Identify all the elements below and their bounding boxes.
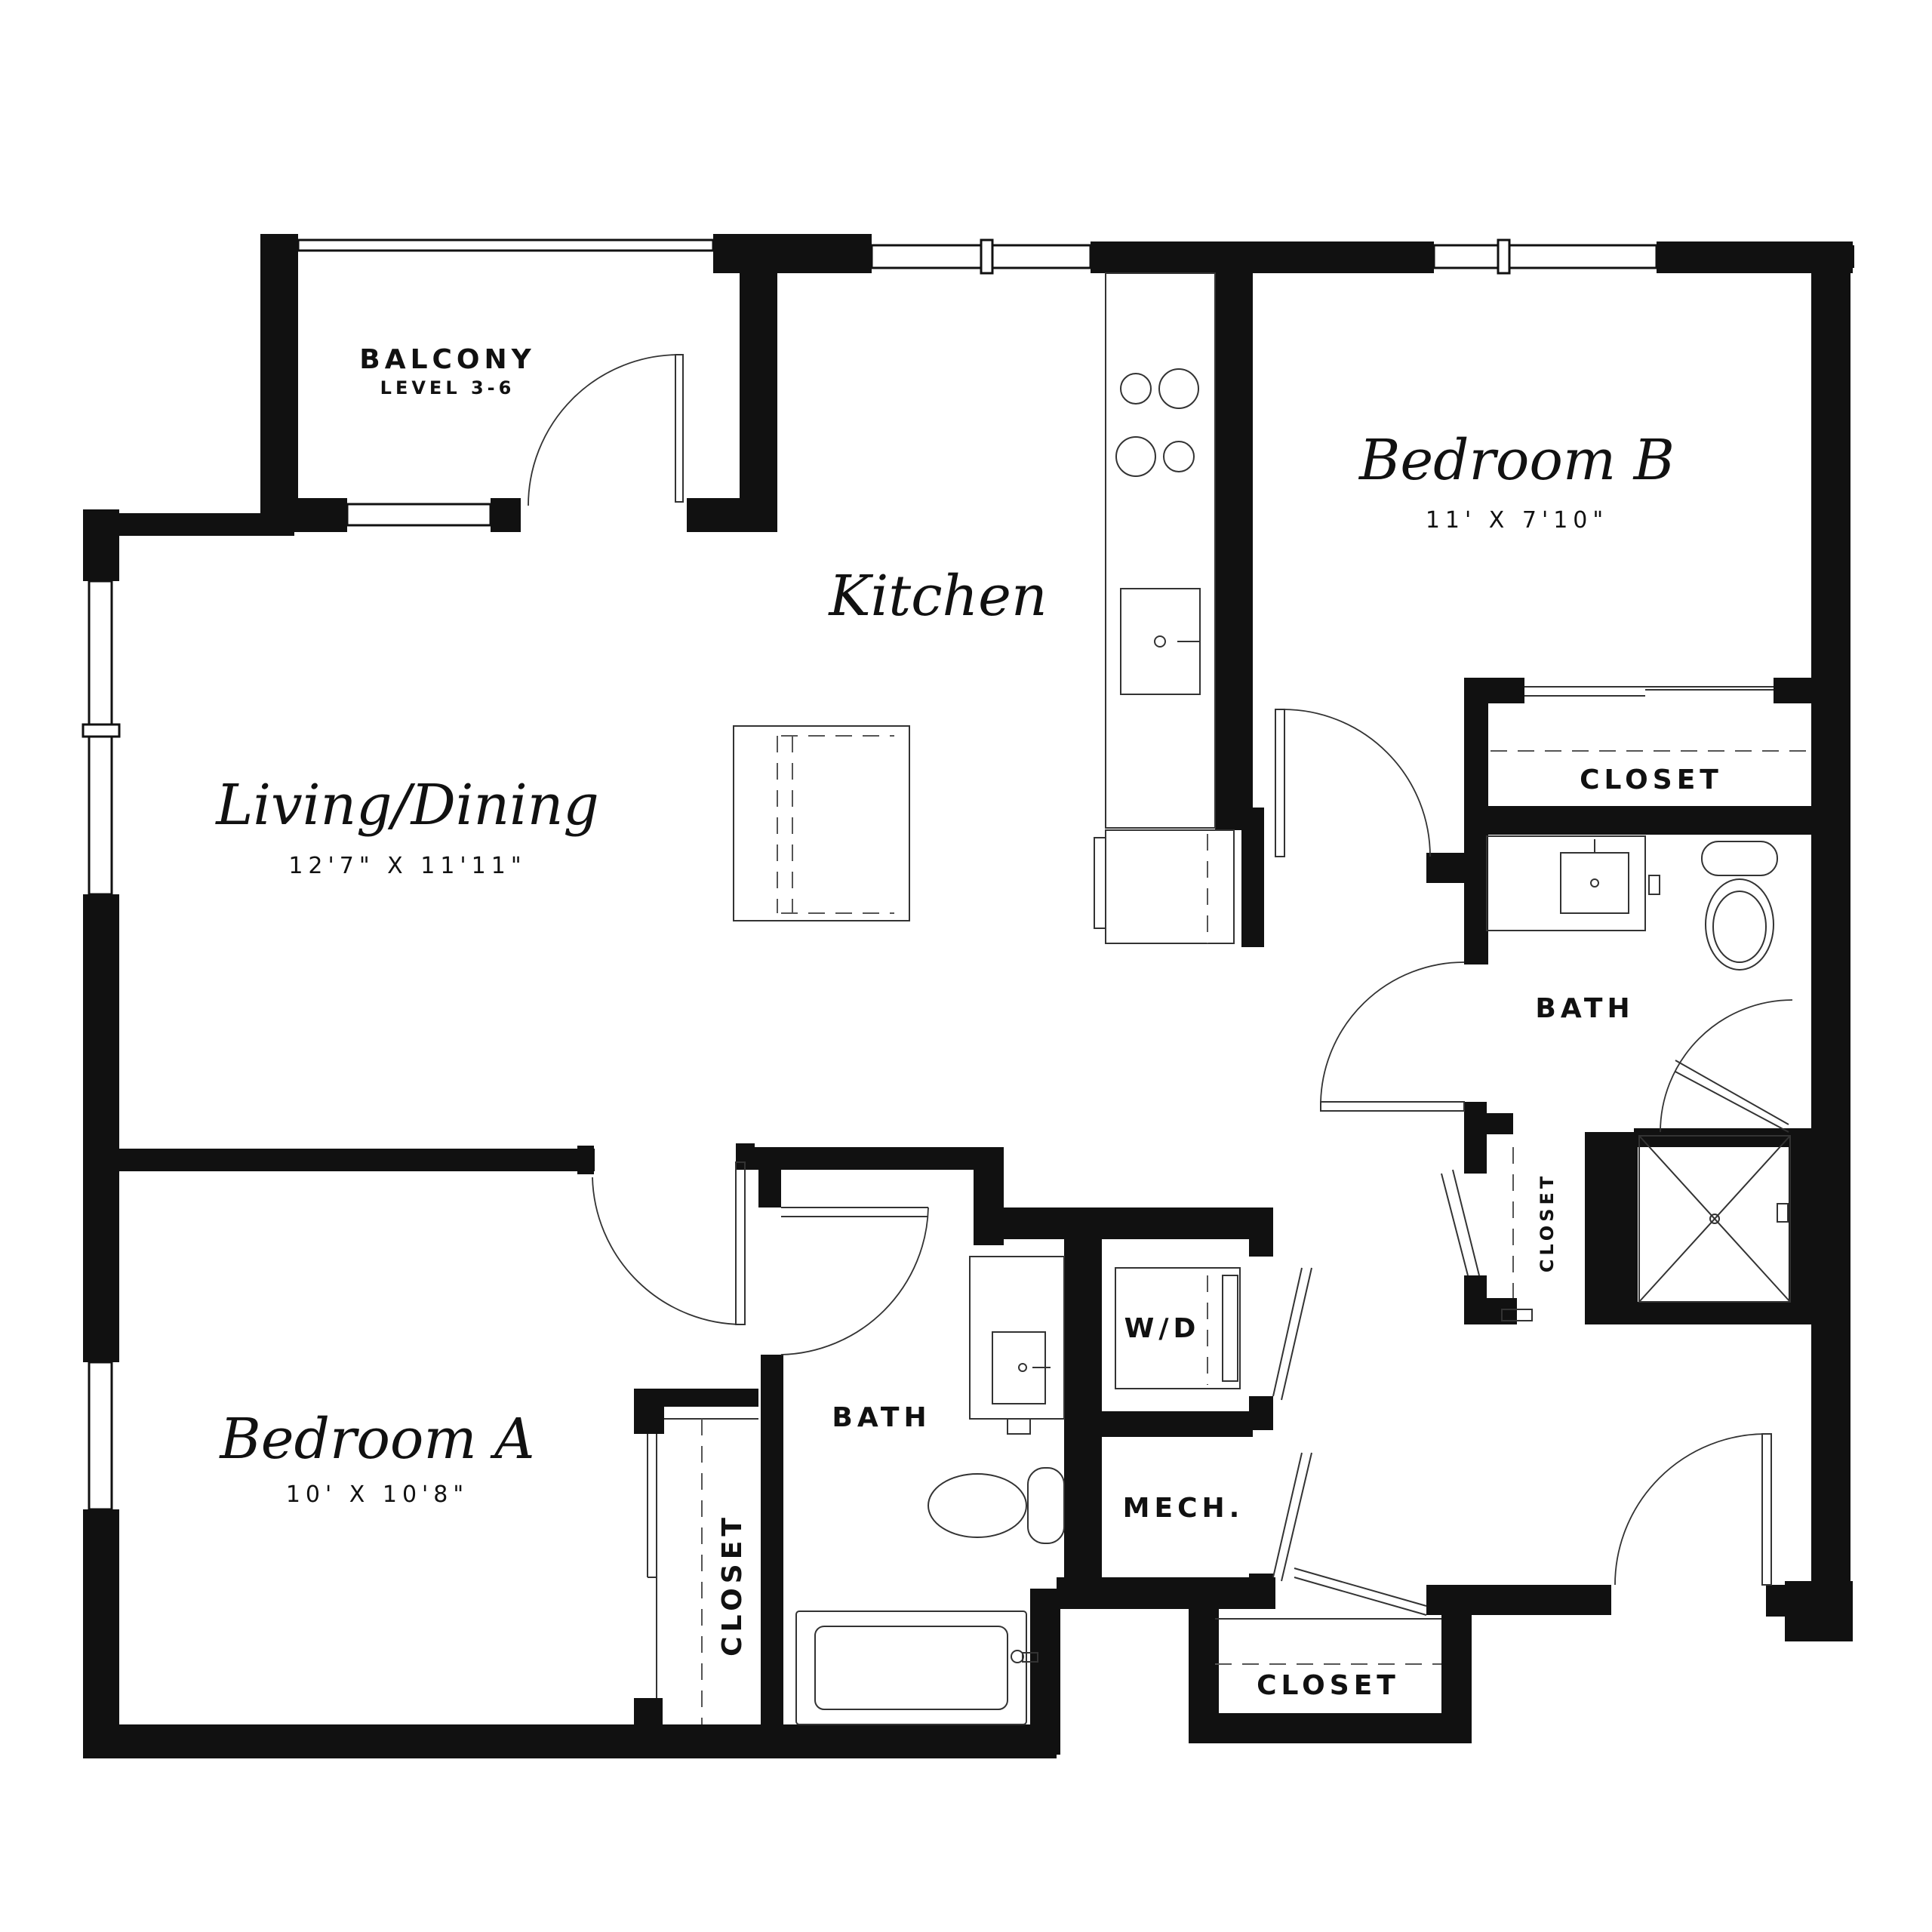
sink-basin [1560,852,1629,914]
bathtub [795,1611,1027,1725]
walls [83,234,1854,1758]
bath-b-label: BATH [1535,993,1634,1024]
entry-closet-label: CLOSET [1257,1670,1400,1701]
hall-closet [1501,1147,1533,1321]
bedroom-b-dims: 11' X 7'10" [1426,507,1608,534]
bedroom-b-closet-label: CLOSET [1580,764,1723,795]
room-labels: BALCONY LEVEL 3-6 Kitchen Living/Dining … [214,344,1723,1701]
toilet-bowl [928,1473,1027,1538]
wd-door[interactable] [1272,1267,1312,1401]
entry-closet-door[interactable] [1294,1567,1427,1616]
drain-icon [1709,1214,1720,1224]
mech-label: MECH. [1123,1493,1244,1524]
burner-icon [1158,368,1199,409]
kitchen-counter [1105,272,1216,829]
wd-label: W/D [1124,1313,1201,1344]
mech-door[interactable] [1272,1452,1312,1582]
tub-faucet-icon [1011,1650,1024,1663]
toilet-tank [1701,841,1778,876]
kitchen-label: Kitchen [827,564,1047,629]
entry-door[interactable] [1614,1433,1772,1586]
vanity [1486,835,1646,931]
bath-b-fixtures [1486,835,1778,971]
entry-closet [1215,1618,1441,1665]
toilet-bowl [1705,878,1774,971]
bedroom-b-closet [1491,686,1811,752]
burner-icon [1120,373,1152,405]
bedroom-a-door[interactable] [592,1161,746,1325]
refrigerator [1094,829,1235,944]
bath-b-door[interactable] [1320,961,1465,1112]
burner-icon [1163,441,1195,472]
bedroom-a-dims: 10' X 10'8" [286,1481,469,1508]
windows [82,238,1658,1511]
bath-a-label: BATH [832,1402,931,1433]
living-dining-label: Living/Dining [214,773,599,838]
vanity [969,1256,1065,1420]
shower [1638,1135,1791,1303]
bath-a-door[interactable] [780,1207,929,1355]
balcony-door[interactable] [528,354,684,506]
hall-closet-door[interactable] [1441,1169,1480,1276]
bedroom-b-label: Bedroom B [1358,428,1675,493]
bedroom-a-label: Bedroom A [218,1407,534,1472]
kitchen-island [733,725,910,921]
washer-dryer [1115,1267,1241,1389]
living-dining-dims: 12'7" X 11'11" [288,853,526,879]
toilet-tank [1027,1467,1065,1544]
bedroom-a-closet [647,1418,758,1724]
balcony-sublabel: LEVEL 3-6 [380,377,515,398]
shower-door[interactable] [1660,999,1793,1133]
bedroom-a-closet-label: CLOSET [717,1513,748,1657]
hall-closet-label: CLOSET [1537,1173,1558,1273]
burner-icon [1115,436,1156,477]
bath-a-fixtures [795,1256,1065,1725]
bedroom-b-door[interactable] [1275,709,1431,857]
balcony-label: BALCONY [359,344,535,375]
